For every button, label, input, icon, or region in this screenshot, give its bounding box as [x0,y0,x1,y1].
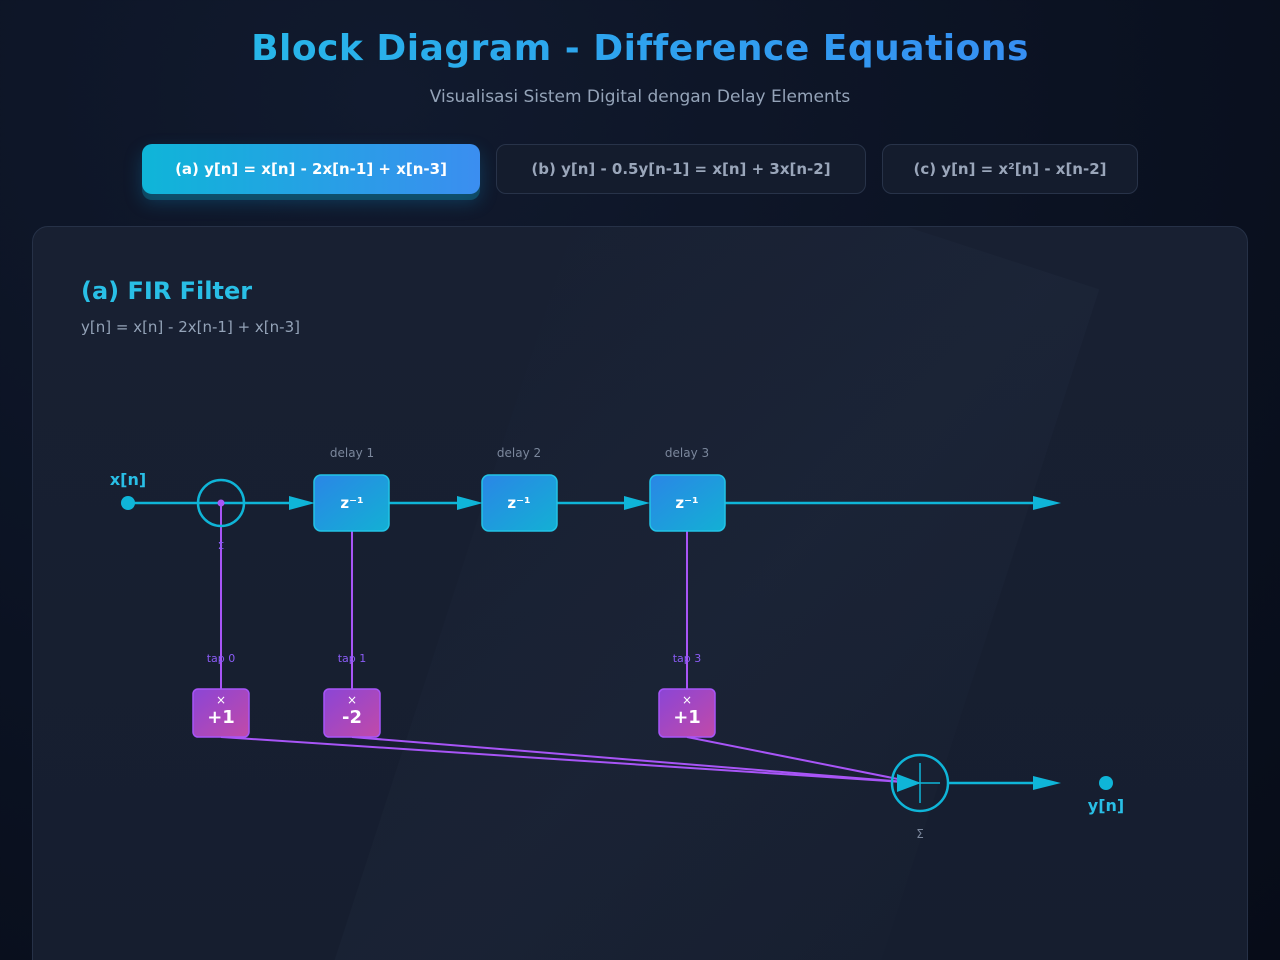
delay-symbol: z⁻¹ [675,494,698,512]
arrowhead [457,496,483,510]
tap-caption: tap 1 [338,652,367,665]
delay-block-1: delay 1 z⁻¹ [313,446,390,532]
delay-symbol: z⁻¹ [507,494,530,512]
input-sum-label: Σ [218,541,224,552]
tap-coefficient: +1 [673,707,701,728]
output-sum-label: Σ [916,827,924,841]
input-sum-junction [196,478,246,528]
multiply-icon: × [682,693,692,707]
sum-feed-line [220,736,919,784]
tap-coefficient: +1 [207,707,235,728]
arrowhead [624,496,650,510]
tap-caption: tap 0 [207,652,236,665]
coef-block-tap-3: tap 3 × +1 [658,652,716,738]
page-subtitle: Visualisasi Sistem Digital dengan Delay … [429,87,851,107]
arrowhead [897,774,921,792]
tab-equation-c[interactable]: (c) y[n] = x²[n] - x[n-2] [882,144,1138,194]
delay-block-3: delay 3 z⁻¹ [649,446,726,532]
page-title: Block Diagram - Difference Equations [0,28,1280,69]
block-diagram: x[n] Σ delay 1 z⁻¹ delay 2 z⁻¹ delay 3 z… [110,446,1124,841]
output-label: y[n] [1088,796,1124,815]
arrowhead [1033,496,1061,510]
coef-block-tap-1: tap 1 × -2 [323,652,381,738]
delay-block-2: delay 2 z⁻¹ [481,446,558,532]
tab-equation-a[interactable]: (a) y[n] = x[n] - 2x[n-1] + x[n-3] [142,144,480,194]
multiply-icon: × [347,693,357,707]
arrowhead [1033,776,1061,790]
sum-feed-line [686,736,919,784]
tap-caption: tap 3 [673,652,702,665]
arrowhead [289,496,315,510]
panel-title: (a) FIR Filter [81,277,253,305]
tap-coefficient: -2 [342,707,362,728]
multiply-icon: × [216,693,226,707]
coef-block-tap-0: tap 0 × +1 [192,652,250,738]
delay-symbol: z⁻¹ [340,494,363,512]
panel-equation: y[n] = x[n] - 2x[n-1] + x[n-3] [81,318,300,336]
input-label: x[n] [110,470,146,489]
junction-dot [217,499,225,507]
diagram-panel: (a) FIR Filter y[n] = x[n] - 2x[n-1] + x… [32,226,1248,960]
delay-caption: delay 3 [665,446,709,460]
input-node [121,496,135,510]
tab-equation-b[interactable]: (b) y[n] - 0.5y[n-1] = x[n] + 3x[n-2] [496,144,866,194]
output-node [1099,776,1113,790]
sum-feed-line [351,736,919,784]
delay-caption: delay 1 [330,446,374,460]
delay-caption: delay 2 [497,446,541,460]
